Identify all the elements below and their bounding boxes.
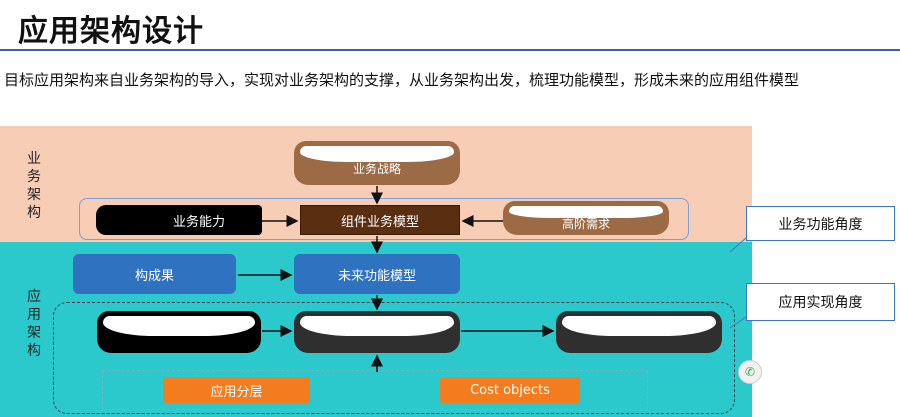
business-side-label: 业 务 架 构 (27, 151, 41, 221)
callout-pointer-app (729, 316, 747, 329)
capability-label: 业务能力 (172, 214, 225, 230)
business-frame (79, 198, 689, 240)
page-title: 应用架构设计 (18, 14, 204, 49)
component-a-box (97, 311, 261, 353)
app-layer-label: 应用分层 (210, 384, 263, 400)
high-level-needs-box: 高阶需求 (503, 201, 669, 235)
layer-frame (102, 370, 648, 410)
component-a-highlight (103, 316, 255, 336)
component-c-box (556, 311, 722, 353)
strategy-highlight (300, 146, 454, 162)
intro-text: 目标应用架构来自业务架构的导入，实现对业务架构的支撑，从业务架构出发，梳理功能模… (4, 71, 800, 89)
needs-highlight (509, 206, 663, 218)
component-model-box: 组件业务模型 (300, 205, 460, 235)
outcome-box: 构成果 (73, 254, 236, 294)
business-view-callout: 业务功能角度 (746, 206, 895, 241)
component-c-highlight (562, 316, 716, 336)
cost-objects-label: Cost objects (470, 382, 550, 398)
application-frame (53, 302, 735, 414)
needs-label: 高阶需求 (561, 217, 610, 231)
app-layer-box: 应用分层 (163, 377, 310, 403)
app-view-callout: 应用实现角度 (746, 283, 895, 321)
cost-objects-box: Cost objects (440, 377, 580, 403)
strategy-box: 业务战略 (294, 141, 460, 185)
component-b-highlight (300, 316, 454, 336)
future-model-label: 未来功能模型 (337, 268, 416, 284)
capability-box: 业务能力 (96, 205, 262, 235)
component-b-box (294, 311, 460, 353)
future-model-box: 未来功能模型 (294, 254, 460, 294)
outcome-label: 构成果 (134, 268, 174, 284)
callout-pointer-business (729, 237, 747, 253)
component-model-label: 组件业务模型 (340, 214, 419, 230)
strategy-label: 业务战略 (352, 162, 401, 176)
title-rule (0, 49, 900, 51)
application-side-label: 应 用 架 构 (27, 289, 41, 359)
wechat-icon: ✆ (738, 360, 762, 384)
